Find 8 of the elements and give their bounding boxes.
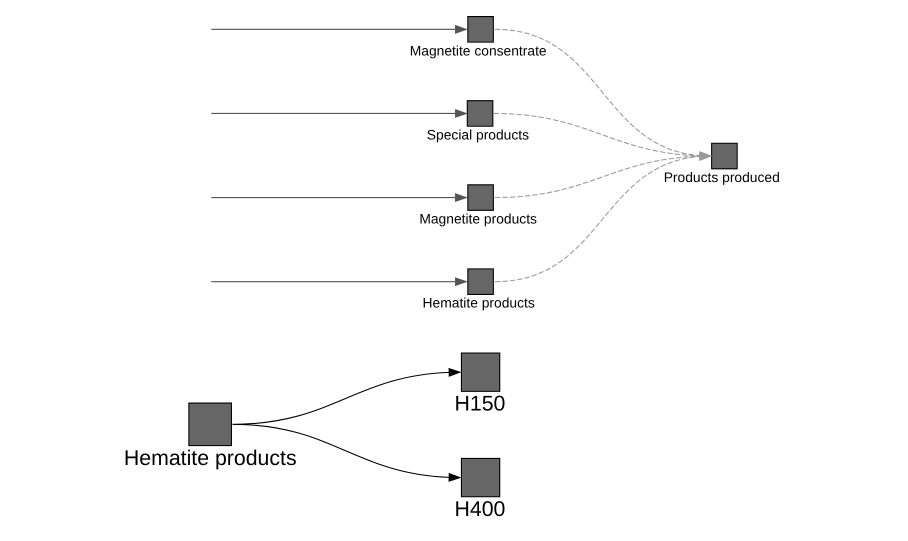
node-label: Hematite products bbox=[422, 294, 534, 311]
node-label: Magnetite products bbox=[418, 210, 536, 227]
node-label: Magnetite consentrate bbox=[409, 42, 546, 58]
node-label: Special products bbox=[426, 126, 529, 142]
node-label: H400 bbox=[454, 496, 505, 521]
node-label: Hematite products bbox=[123, 446, 296, 470]
node-label: Products produced bbox=[663, 169, 780, 186]
node-label: H150 bbox=[454, 392, 505, 416]
